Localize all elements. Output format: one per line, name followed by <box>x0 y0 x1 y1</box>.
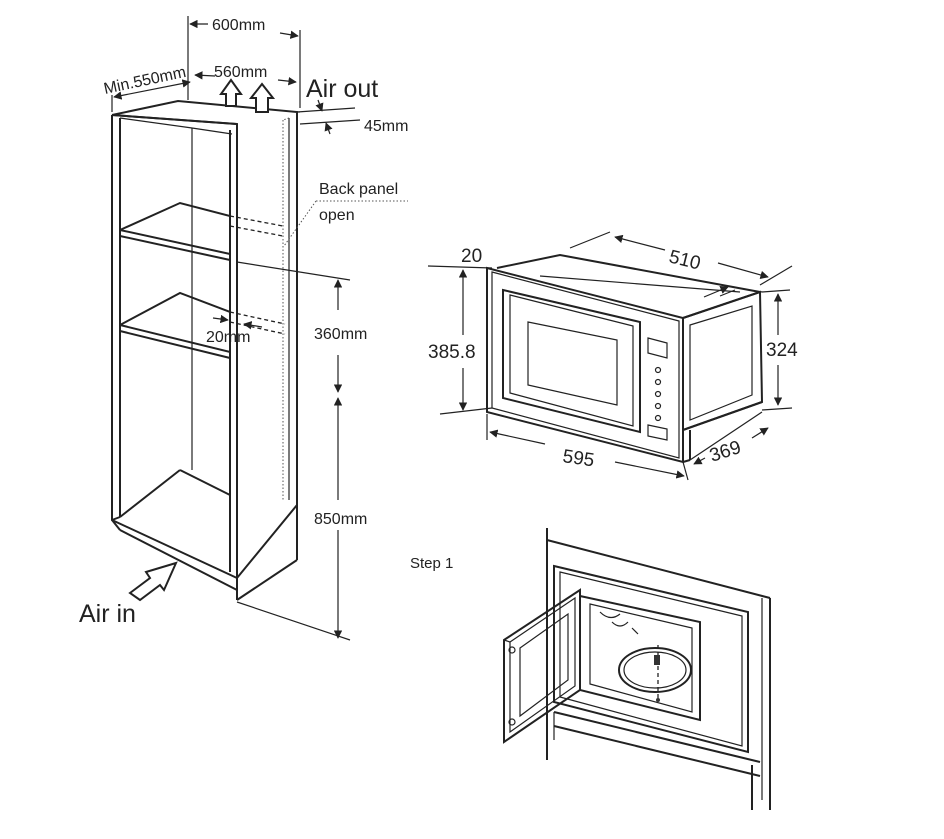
step1-illustration <box>503 528 771 810</box>
air-out-arrows <box>219 78 276 113</box>
label-360mm: 360mm <box>314 326 367 343</box>
label-step1: Step 1 <box>410 555 453 572</box>
dim-vertical: 360mm 850mm <box>236 261 367 641</box>
label-560mm: 560mm <box>214 64 267 81</box>
dim-560: 560mm <box>194 64 297 86</box>
air-in-arrow <box>128 561 178 602</box>
label-850mm: 850mm <box>314 511 367 528</box>
dim-20mm: 20mm <box>206 314 263 346</box>
label-600mm: 600mm <box>212 17 265 34</box>
label-369: 369 <box>707 437 744 467</box>
dim-595: 595 <box>486 414 689 481</box>
dim-20-frame: 20 <box>427 246 493 415</box>
label-back-panel: Back panel <box>319 181 398 198</box>
label-324: 324 <box>766 340 798 361</box>
back-panel-callout: Back panel open <box>283 181 408 247</box>
label-20mm: 20mm <box>206 329 250 346</box>
label-385: 385.8 <box>428 342 476 363</box>
label-frame-20: 20 <box>461 246 482 267</box>
dim-324: 324 <box>761 289 798 411</box>
tall-cabinet <box>111 99 300 601</box>
dim-369: 369 <box>693 427 769 467</box>
dim-600: 600mm <box>187 16 301 108</box>
dim-385: 385.8 <box>428 269 476 411</box>
label-open: open <box>319 207 355 224</box>
label-min550mm: Min.550mm <box>102 64 187 98</box>
label-595: 595 <box>561 446 595 471</box>
microwave-unit <box>486 253 764 464</box>
label-air-out: Air out <box>306 75 378 103</box>
dim-min550: Min.550mm <box>102 64 191 112</box>
dim-45: 45mm <box>296 99 408 135</box>
label-45mm: 45mm <box>364 118 408 135</box>
label-air-in: Air in <box>79 600 136 628</box>
label-510: 510 <box>667 246 703 274</box>
